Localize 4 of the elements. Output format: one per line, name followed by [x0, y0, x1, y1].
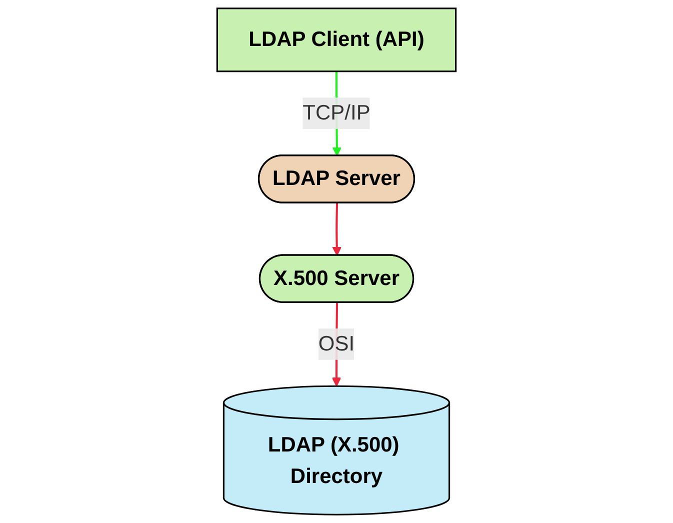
- arrow: [332, 203, 342, 256]
- node-box: LDAP Client (API): [216, 8, 457, 72]
- edge-label: OSI: [318, 332, 355, 356]
- edge-label: TCP/IP: [302, 102, 370, 125]
